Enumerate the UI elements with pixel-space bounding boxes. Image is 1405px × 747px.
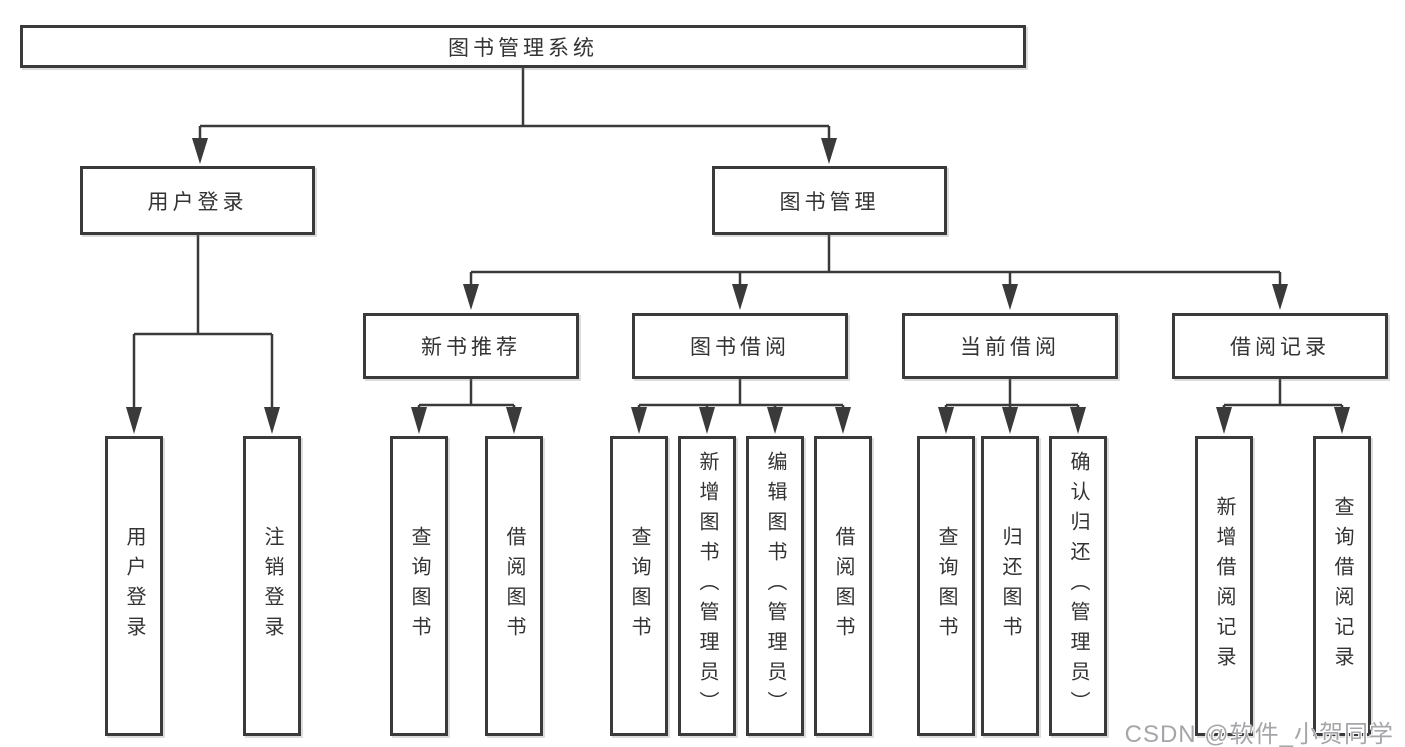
leaf-edit-books-admin: 编辑图书（管理员） — [746, 436, 804, 736]
leaf-label: 新增图书（管理员） — [696, 451, 718, 721]
leaf-add-borrow-record: 新增借阅记录 — [1195, 436, 1253, 736]
leaf-borrow-books-recommend: 借阅图书 — [485, 436, 543, 736]
leaf-add-books-admin: 新增图书（管理员） — [678, 436, 736, 736]
node-new-book-recommend: 新书推荐 — [363, 313, 579, 379]
leaf-logout: 注销登录 — [243, 436, 301, 736]
leaf-query-borrow-record: 查询借阅记录 — [1313, 436, 1371, 736]
node-user-login: 用户登录 — [80, 166, 315, 235]
node-borrow-records: 借阅记录 — [1172, 313, 1388, 379]
leaf-label: 新增借阅记录 — [1213, 496, 1235, 676]
leaf-label: 查询借阅记录 — [1331, 496, 1353, 676]
leaf-label: 注销登录 — [261, 526, 283, 646]
leaf-return-books: 归还图书 — [981, 436, 1039, 736]
node-book-borrow: 图书借阅 — [632, 313, 848, 379]
leaf-confirm-return-admin: 确认归还（管理员） — [1049, 436, 1107, 736]
leaf-label: 借阅图书 — [832, 526, 854, 646]
leaf-label: 确认归还（管理员） — [1067, 451, 1089, 721]
node-current-borrow: 当前借阅 — [902, 313, 1118, 379]
leaf-query-books-borrow: 查询图书 — [610, 436, 668, 736]
leaf-label: 查询图书 — [408, 526, 430, 646]
leaf-label: 查询图书 — [935, 526, 957, 646]
arrowheads — [126, 138, 1350, 434]
leaf-label: 查询图书 — [628, 526, 650, 646]
csdn-watermark: CSDN @软件_小贺同学 — [1124, 721, 1394, 747]
leaf-query-books-current: 查询图书 — [917, 436, 975, 736]
leaf-borrow-books: 借阅图书 — [814, 436, 872, 736]
leaf-label: 归还图书 — [999, 526, 1021, 646]
leaf-label: 用户登录 — [123, 526, 145, 646]
node-root: 图书管理系统 — [20, 25, 1026, 68]
leaf-query-books-recommend: 查询图书 — [390, 436, 448, 736]
leaf-user-login: 用户登录 — [105, 436, 163, 736]
leaf-label: 编辑图书（管理员） — [764, 451, 786, 721]
node-book-management: 图书管理 — [712, 166, 947, 235]
leaf-label: 借阅图书 — [503, 526, 525, 646]
